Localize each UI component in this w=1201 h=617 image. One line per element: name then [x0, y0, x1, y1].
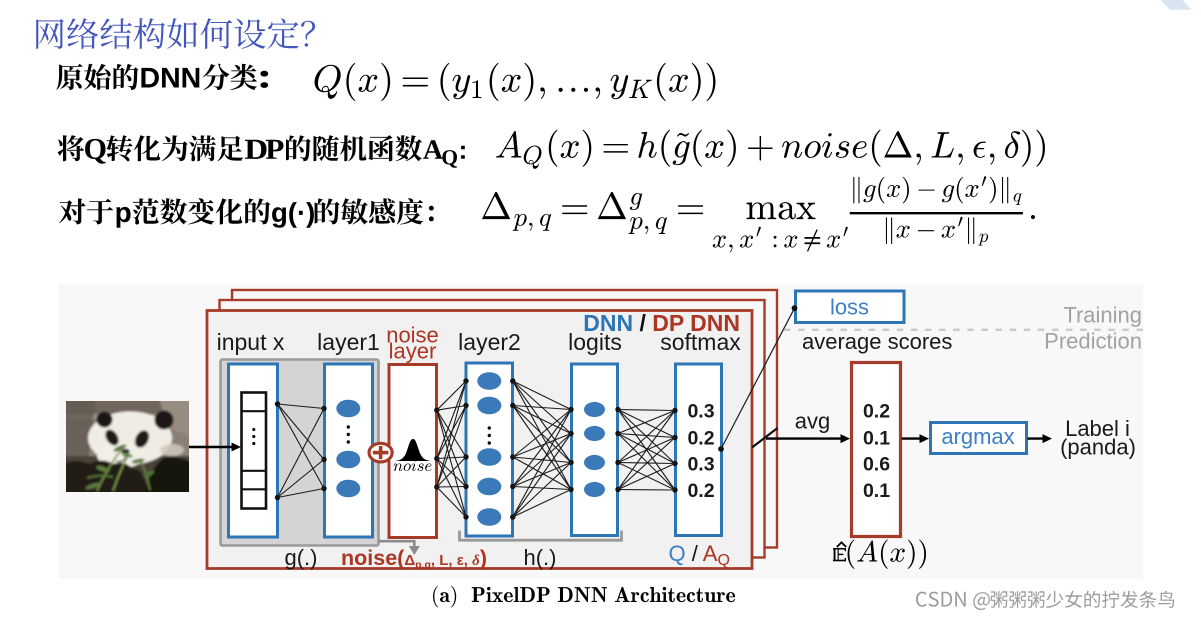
svg-text:0.6: 0.6: [863, 453, 890, 475]
svg-text:Label i: Label i: [1065, 416, 1130, 441]
svg-text:average scores: average scores: [802, 329, 952, 354]
svg-text:0.1: 0.1: [863, 427, 890, 449]
svg-text:0.2: 0.2: [687, 427, 714, 449]
svg-text:DNN / DP DNN: DNN / DP DNN: [583, 310, 740, 336]
svg-text:0.3: 0.3: [687, 453, 714, 475]
svg-text:noise(Δp,q, L, ε, δ): noise(Δp,q, L, ε, δ): [341, 546, 487, 571]
svg-text:softmax: softmax: [660, 329, 741, 355]
svg-text:noise: noise: [386, 322, 439, 347]
svg-text:0.2: 0.2: [687, 480, 714, 502]
svg-text:0.2: 0.2: [863, 400, 890, 422]
svg-text:Prediction: Prediction: [1044, 329, 1142, 354]
svg-text:g(.): g(.): [285, 545, 318, 570]
svg-text:(panda): (panda): [1060, 435, 1136, 460]
svg-text:layer: layer: [389, 338, 437, 363]
svg-text:0.3: 0.3: [687, 400, 714, 422]
svg-text:loss: loss: [830, 295, 869, 320]
svg-text:logits: logits: [568, 329, 622, 355]
svg-text:layer2: layer2: [458, 329, 521, 355]
svg-text:input x: input x: [217, 329, 285, 355]
svg-text:Q / AQ: Q / AQ: [669, 541, 730, 569]
svg-text:avg: avg: [795, 409, 830, 434]
svg-text:0.1: 0.1: [863, 480, 890, 502]
svg-text:layer1: layer1: [317, 329, 380, 355]
svg-text:argmax: argmax: [941, 424, 1014, 449]
svg-text:h(.): h(.): [524, 545, 557, 570]
svg-text:Training: Training: [1063, 303, 1142, 328]
